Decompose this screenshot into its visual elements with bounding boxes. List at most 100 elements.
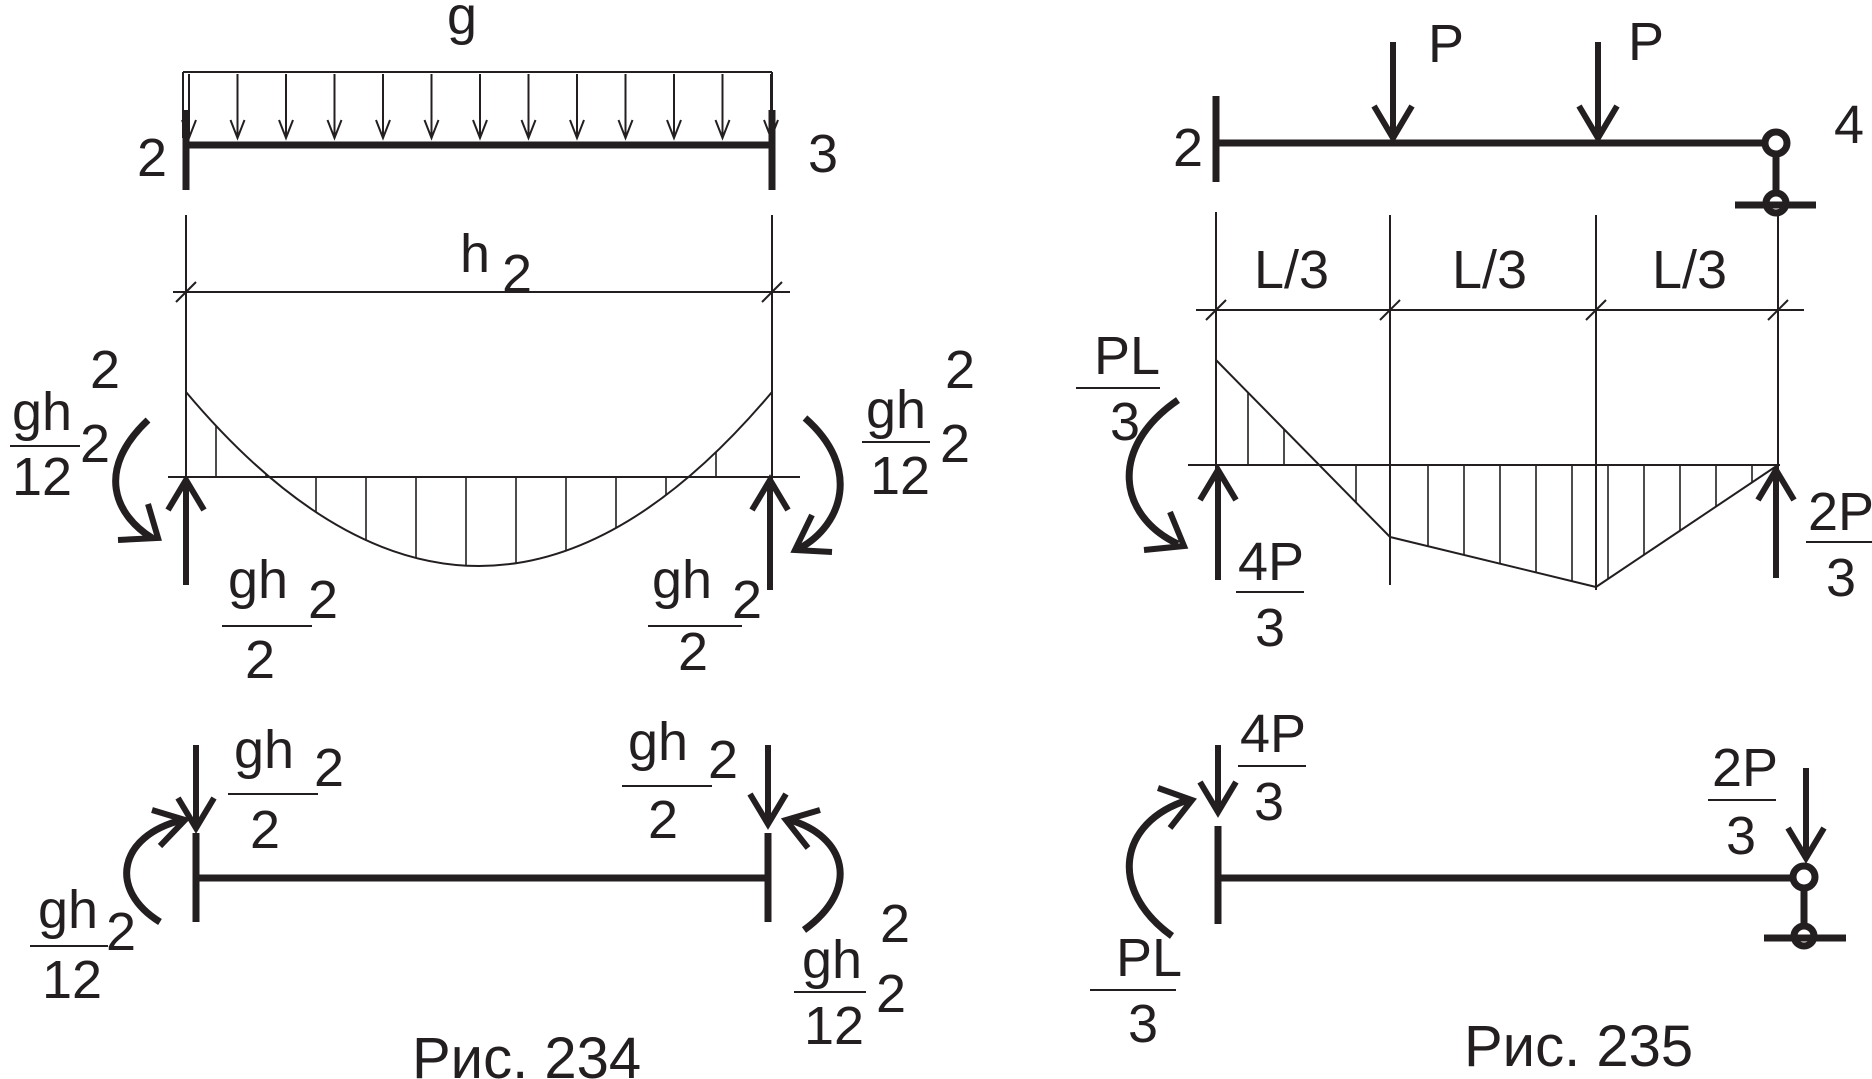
reaction-label-right-235: 2P 3 [1806,482,1872,608]
svg-text:PL: PL [1094,326,1160,386]
node-label-2: 2 [137,128,167,188]
svg-text:2: 2 [314,738,344,798]
lower-force-label-right: gh 2 2 [622,712,738,850]
pin-support-upper [1735,128,1816,217]
svg-text:4P: 4P [1238,532,1304,592]
moment-label-left: 2 gh 2 12 [10,340,120,507]
caption-234: Рис. 234 [412,1026,641,1079]
svg-text:2P: 2P [1808,482,1872,542]
svg-text:12: 12 [42,950,102,1010]
svg-text:2: 2 [648,790,678,850]
svg-text:2: 2 [880,894,910,954]
svg-text:2: 2 [308,570,338,630]
load-label-g: g [447,0,477,46]
svg-text:2: 2 [945,340,975,400]
load-arrow [714,74,731,141]
svg-text:gh: gh [802,930,862,990]
node-label-3: 3 [808,124,838,184]
moment-label-left-235: PL 3 [1076,326,1160,452]
svg-text:2: 2 [106,902,136,962]
lower-force-label-left-235: 4P 3 [1238,704,1306,832]
lower-moment-arrow-right [780,807,844,933]
lower-force-arrow-right [747,745,789,830]
load-arrow [229,74,246,141]
lower-moment-label-left-235: PL 3 [1090,928,1182,1054]
load-arrow [423,74,440,141]
reaction-arrow-left [165,474,207,585]
svg-text:2: 2 [940,414,970,474]
load-arrow [472,74,488,141]
svg-text:2: 2 [90,340,120,400]
svg-text:gh: gh [628,712,688,772]
dim-label-2: L/3 [1452,240,1527,300]
dim-label-1: L/3 [1254,240,1329,300]
svg-text:PL: PL [1116,928,1182,988]
point-load-2 [1576,42,1620,144]
reaction-label-left-235: 4P 3 [1236,532,1304,658]
reaction-arrow-right [749,474,791,590]
moment-arrow-left-235 [1125,397,1189,553]
svg-text:4P: 4P [1240,704,1306,764]
svg-text:3: 3 [1254,772,1284,832]
reaction-arrow-left-235 [1197,464,1239,580]
svg-text:3: 3 [1255,598,1285,658]
caption-235: Рис. 235 [1464,1014,1693,1079]
moment-arrow-left [112,417,162,543]
dim-label-3: L/3 [1652,240,1727,300]
load-arrow [520,74,537,141]
load-arrow [569,74,585,141]
svg-text:2: 2 [250,800,280,860]
svg-text:2: 2 [245,630,275,690]
lower-force-label-left: gh 2 2 [228,720,344,860]
svg-text:2: 2 [732,570,762,630]
load-arrow [375,74,391,141]
moment-diagram-235 [1188,359,1780,589]
svg-text:3: 3 [1826,548,1856,608]
svg-text:2: 2 [678,622,708,682]
point-load-1 [1371,42,1415,144]
load-arrow [617,74,634,141]
lower-force-label-right-235: 2P 3 [1708,738,1778,866]
pin-support-lower [1764,862,1846,950]
svg-text:2: 2 [876,964,906,1024]
moment-diagram-234 [168,391,800,567]
figure-235: 2 4 P P [1076,12,1872,1079]
reaction-arrow-right-235 [1755,464,1797,578]
load-label-p1: P [1428,14,1464,74]
lower-force-arrow-right-235 [1785,768,1827,864]
svg-text:3: 3 [1110,392,1140,452]
svg-text:3: 3 [1128,994,1158,1054]
svg-text:gh: gh [228,550,288,610]
figure-234: g 2 3 h 2 [10,0,975,1079]
lower-moment-label-left: gh 2 12 [30,880,136,1010]
svg-text:gh: gh [38,880,98,940]
dim-label-h: h [460,224,490,284]
svg-text:gh: gh [652,550,712,610]
moment-label-right: 2 gh 2 12 [862,340,975,506]
load-arrow [326,74,343,141]
lower-moment-arrow-left [123,807,191,925]
svg-text:12: 12 [870,446,930,506]
svg-text:2P: 2P [1712,738,1778,798]
dim-sub-2: 2 [502,244,532,304]
load-arrow [666,74,682,141]
node-label-2-235: 2 [1173,118,1203,178]
reaction-label-left: gh 2 2 [222,550,338,690]
lower-force-arrow-left-235 [1197,745,1239,818]
dimension-h [173,215,790,480]
svg-text:gh: gh [12,382,72,442]
lower-moment-arrow-left-235 [1125,785,1197,939]
svg-text:gh: gh [866,380,926,440]
reaction-label-right: gh 2 2 [648,550,762,682]
svg-text:2: 2 [708,730,738,790]
load-arrow [278,74,294,141]
lower-moment-label-right: 2 gh 2 12 [794,894,910,1056]
lower-force-arrow-left [175,745,217,834]
load-label-p2: P [1628,12,1664,72]
svg-text:12: 12 [804,996,864,1056]
node-label-4: 4 [1834,95,1864,155]
svg-text:gh: gh [234,720,294,780]
svg-text:12: 12 [12,447,72,507]
svg-text:3: 3 [1726,806,1756,866]
